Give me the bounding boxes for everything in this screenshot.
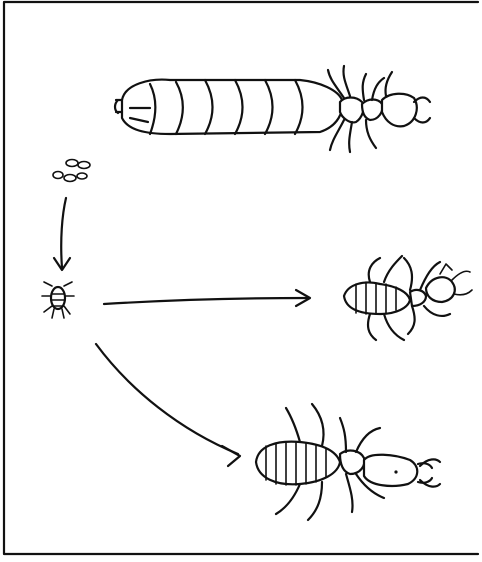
larva-icon	[42, 282, 74, 318]
arrow-eggs-to-larva	[54, 198, 70, 270]
arrow-larva-to-worker	[104, 290, 310, 306]
soldier-termite-icon	[256, 404, 440, 520]
egg-cluster-icon	[53, 160, 90, 182]
arrow-larva-to-soldier	[96, 344, 240, 466]
queen-termite-icon	[115, 66, 430, 152]
worker-termite-icon	[344, 256, 472, 340]
